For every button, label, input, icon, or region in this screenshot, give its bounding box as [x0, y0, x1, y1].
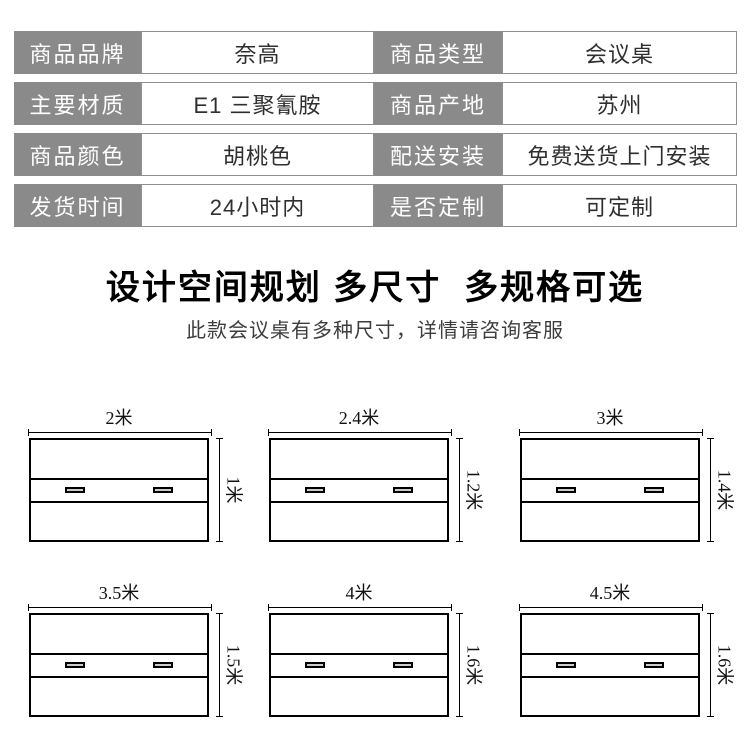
height-dimension-label: 1.5米	[223, 644, 243, 686]
table-panel-line	[271, 676, 447, 678]
spec-value-type: 会议桌	[502, 31, 737, 74]
drawer-handle	[393, 662, 413, 668]
table-top-view	[29, 438, 209, 542]
height-dimension-label: 1.2米	[463, 469, 483, 511]
table-panel-line	[522, 478, 698, 480]
spec-label-custom: 是否定制	[374, 184, 502, 227]
width-dimension-line	[268, 429, 452, 436]
size-diagram-4m: 4米 1.6米	[268, 583, 489, 723]
spec-value-delivery: 免费送货上门安装	[502, 133, 737, 176]
height-dimension-label: 1.4米	[714, 469, 734, 511]
table-panel-line	[522, 501, 698, 503]
size-diagram-3m: 3米 1.4米	[519, 408, 740, 548]
height-dimension-label: 1米	[223, 476, 243, 504]
spec-row: 商品品牌 奈高 商品类型 会议桌	[14, 31, 737, 74]
drawer-handle	[556, 487, 576, 493]
spec-value-color: 胡桃色	[141, 133, 374, 176]
height-dimension-line	[216, 438, 223, 542]
spec-value-origin: 苏州	[502, 82, 737, 125]
drawer-handle	[556, 662, 576, 668]
section-title: 设计空间规划 多尺寸 多规格可选	[105, 269, 645, 307]
spec-row: 主要材质 E1 三聚氰胺 商品产地 苏州	[14, 82, 737, 125]
table-top-view	[520, 613, 700, 717]
table-panel-line	[31, 478, 207, 480]
width-dimension-line	[268, 604, 452, 611]
height-dimension-line	[216, 613, 223, 717]
height-dimension-label: 1.6米	[463, 644, 483, 686]
drawer-handle	[65, 662, 85, 668]
table-panel-line	[271, 501, 447, 503]
table-panel-line	[522, 676, 698, 678]
width-dimension-label: 3米	[596, 408, 624, 428]
size-diagram-2m: 2米 1米	[28, 408, 249, 548]
section-subtitle: 此款会议桌有多种尺寸，详情请咨询客服	[186, 320, 564, 342]
spec-label-shiptime: 发货时间	[14, 184, 141, 227]
table-panel-line	[31, 653, 207, 655]
drawer-handle	[644, 487, 664, 493]
table-top-view	[269, 613, 449, 717]
product-spec-table: 商品品牌 奈高 商品类型 会议桌 主要材质 E1 三聚氰胺 商品产地 苏州 商品…	[14, 31, 737, 235]
height-dimension-line	[456, 438, 463, 542]
table-panel-line	[31, 501, 207, 503]
drawer-handle	[305, 662, 325, 668]
width-dimension-line	[519, 604, 703, 611]
height-dimension-line	[456, 613, 463, 717]
spec-label-material: 主要材质	[14, 82, 141, 125]
spec-row: 商品颜色 胡桃色 配送安装 免费送货上门安装	[14, 133, 737, 176]
width-dimension-label: 2.4米	[338, 408, 380, 428]
drawer-handle	[153, 662, 173, 668]
table-panel-line	[522, 653, 698, 655]
drawer-handle	[65, 487, 85, 493]
table-top-view	[269, 438, 449, 542]
table-top-view	[520, 438, 700, 542]
spec-value-shiptime: 24小时内	[141, 184, 374, 227]
table-panel-line	[271, 478, 447, 480]
table-top-view	[29, 613, 209, 717]
width-dimension-label: 4米	[345, 583, 373, 603]
spec-value-brand: 奈高	[141, 31, 374, 74]
table-panel-line	[31, 676, 207, 678]
drawer-handle	[393, 487, 413, 493]
width-dimension-line	[519, 429, 703, 436]
drawer-handle	[644, 662, 664, 668]
height-dimension-line	[707, 613, 714, 717]
height-dimension-line	[707, 438, 714, 542]
size-diagram-4-5m: 4.5米 1.6米	[519, 583, 740, 723]
width-dimension-label: 4.5米	[589, 583, 631, 603]
height-dimension-label: 1.6米	[714, 644, 734, 686]
spec-label-brand: 商品品牌	[14, 31, 141, 74]
drawer-handle	[153, 487, 173, 493]
spec-label-delivery: 配送安装	[374, 133, 502, 176]
width-dimension-line	[28, 429, 212, 436]
drawer-handle	[305, 487, 325, 493]
size-diagram-2-4m: 2.4米 1.2米	[268, 408, 489, 548]
spec-value-material: E1 三聚氰胺	[141, 82, 374, 125]
spec-label-color: 商品颜色	[14, 133, 141, 176]
spec-label-origin: 商品产地	[374, 82, 502, 125]
size-diagram-3-5m: 3.5米 1.5米	[28, 583, 249, 723]
spec-label-type: 商品类型	[374, 31, 502, 74]
width-dimension-line	[28, 604, 212, 611]
spec-value-custom: 可定制	[502, 184, 737, 227]
width-dimension-label: 3.5米	[98, 583, 140, 603]
spec-row: 发货时间 24小时内 是否定制 可定制	[14, 184, 737, 227]
width-dimension-label: 2米	[105, 408, 133, 428]
table-panel-line	[271, 653, 447, 655]
